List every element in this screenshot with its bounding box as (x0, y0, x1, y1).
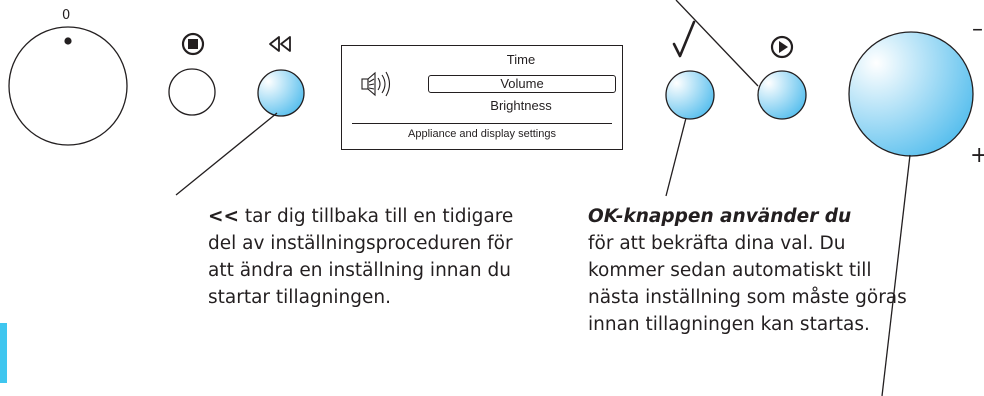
ok-caption-heading: OK-knappen använder du (588, 206, 852, 227)
stop-button[interactable] (168, 68, 216, 116)
back-button[interactable] (257, 69, 305, 117)
display-divider (352, 123, 612, 124)
ok-button-caption: OK-knappen använder du för att bekräfta … (588, 203, 908, 338)
display-footer: Appliance and display settings (408, 128, 556, 140)
back-button-leader-line (175, 112, 278, 196)
rewind-icon (269, 36, 291, 52)
play-button[interactable] (757, 70, 807, 120)
back-key-label: << (208, 206, 240, 227)
check-icon (672, 20, 696, 58)
menu-item-volume-selected: Volume (428, 75, 616, 93)
plus-label: + (970, 143, 984, 168)
ok-caption-text: för att bekräfta dina val. Du kommer sed… (588, 233, 907, 335)
minus-label: – (972, 17, 983, 42)
menu-item-brightness: Brightness (490, 98, 552, 113)
stop-icon (181, 32, 205, 56)
ok-button[interactable] (665, 70, 715, 120)
adjust-knob[interactable] (848, 31, 974, 157)
dial-indicator-dot (64, 37, 72, 45)
menu-item-time: Time (506, 52, 536, 67)
back-caption-text: tar dig tillbaka till en tidigare del av… (208, 206, 514, 308)
rotary-dial[interactable] (8, 26, 128, 146)
back-button-caption: << tar dig tillbaka till en tidigare del… (208, 203, 518, 311)
ok-button-leader-line (665, 117, 687, 197)
accent-bar (0, 323, 7, 383)
speaker-icon (361, 71, 391, 97)
play-button-leader-line (675, 0, 759, 87)
settings-display: Time Volume Brightness Appliance and dis… (341, 45, 623, 150)
dial-zero-label: 0 (62, 8, 71, 23)
adjust-knob-leader-line (881, 154, 911, 396)
play-icon (770, 35, 794, 59)
